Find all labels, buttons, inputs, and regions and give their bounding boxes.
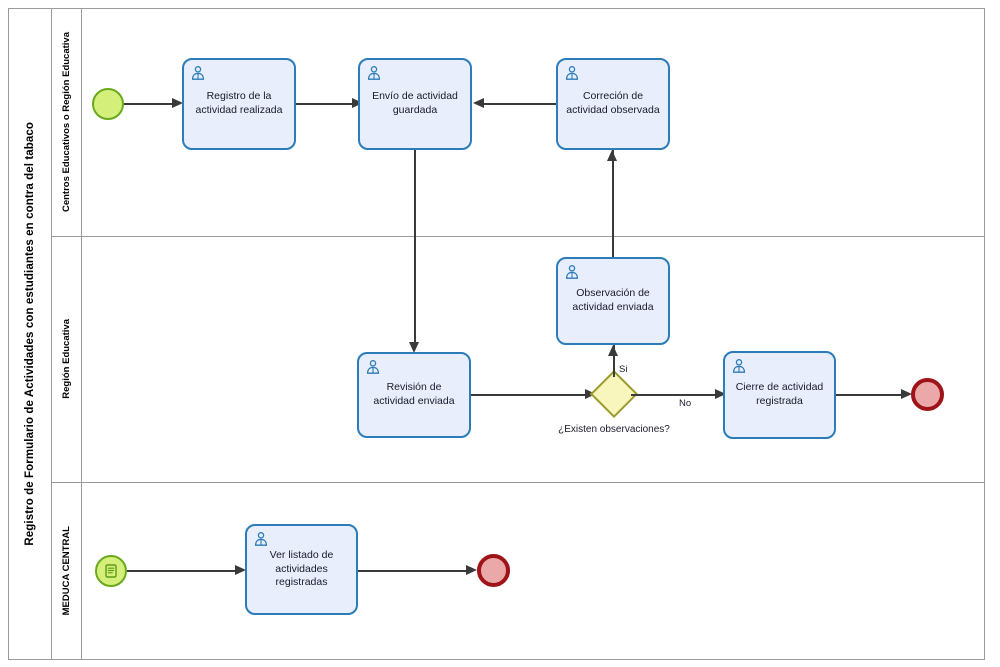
user-task-icon (191, 66, 205, 80)
user-task-icon (565, 265, 579, 279)
task-verlistado-label: Ver listado de actividades registradas (269, 548, 334, 589)
arrowhead-correccion (607, 150, 617, 161)
start-event-meduca[interactable] (95, 555, 127, 587)
flow-label-si: Si (619, 364, 628, 375)
flow-correccion-to-envio (484, 103, 556, 105)
task-observacion-label: Observación de actividad enviada (572, 287, 654, 313)
task-registro-label: Registro de la actividad realizada (195, 90, 283, 116)
task-revision-actividad[interactable]: Revisión de actividad enviada (357, 352, 471, 438)
lane-label-centros: Centros Educativos o Región Educativa (61, 31, 72, 212)
arrowhead-end-meduca (466, 565, 477, 575)
flow-gateway-no (631, 394, 715, 396)
task-cierre-actividad[interactable]: Cierre de actividad registrada (723, 351, 836, 439)
task-correccion-actividad[interactable]: Correción de actividad observada (556, 58, 670, 150)
process-pool (8, 8, 985, 660)
task-revision-label: Revisión de actividad enviada (373, 381, 455, 407)
lane-label-region: Región Educativa (61, 319, 72, 399)
user-task-icon (565, 66, 579, 80)
flow-gateway-si (613, 345, 615, 377)
lane-header-centros-educativos: Centros Educativos o Región Educativa (52, 8, 82, 236)
user-task-icon (732, 359, 746, 373)
lane-header-region-educativa: Región Educativa (52, 236, 82, 482)
lane-label-meduca: MEDUCA CENTRAL (61, 526, 72, 616)
pool-title-text: Registro de Formulario de Actividades co… (23, 122, 36, 546)
lane-divider-1 (52, 236, 985, 237)
end-event-meduca[interactable] (477, 554, 510, 587)
arrowhead-envio (352, 98, 363, 108)
end-event-region[interactable] (911, 378, 944, 411)
user-task-icon (367, 66, 381, 80)
user-task-icon (254, 532, 268, 546)
arrowhead-envio-from-correccion (473, 98, 484, 108)
flow-registro-to-envio (296, 103, 352, 105)
lane-divider-2 (52, 482, 985, 483)
start-event-centros[interactable] (92, 88, 124, 120)
task-envio-actividad[interactable]: Envío de actividad guardada (358, 58, 472, 150)
flow-start-to-verlistado (127, 570, 235, 572)
document-icon (105, 564, 117, 578)
flow-label-no: No (679, 398, 692, 409)
task-registro-actividad[interactable]: Registro de la actividad realizada (182, 58, 296, 150)
flow-revision-to-gateway (471, 394, 585, 396)
flow-observacion-to-correccion (612, 150, 614, 258)
task-ver-listado[interactable]: Ver listado de actividades registradas (245, 524, 358, 615)
arrowhead-registro (172, 98, 183, 108)
flow-start-to-registro (124, 103, 172, 105)
arrowhead-revision (409, 342, 419, 353)
gateway-label: ¿Existen observaciones? (558, 424, 670, 435)
task-cierre-label: Cierre de actividad registrada (735, 381, 824, 407)
arrowhead-verlistado (235, 565, 246, 575)
task-correccion-label: Correción de actividad observada (566, 90, 660, 116)
flow-verlistado-to-end (358, 570, 470, 572)
task-observacion-actividad[interactable]: Observación de actividad enviada (556, 257, 670, 345)
arrowhead-cierre (715, 389, 726, 399)
arrowhead-end-region (901, 389, 912, 399)
user-task-icon (366, 360, 380, 374)
task-envio-label: Envío de actividad guardada (372, 90, 458, 116)
arrowhead-observacion (608, 345, 618, 356)
pool-title: Registro de Formulario de Actividades co… (8, 8, 52, 660)
flow-envio-to-revision (414, 150, 416, 342)
flow-cierre-to-end (836, 394, 908, 396)
lane-header-meduca-central: MEDUCA CENTRAL (52, 482, 82, 660)
